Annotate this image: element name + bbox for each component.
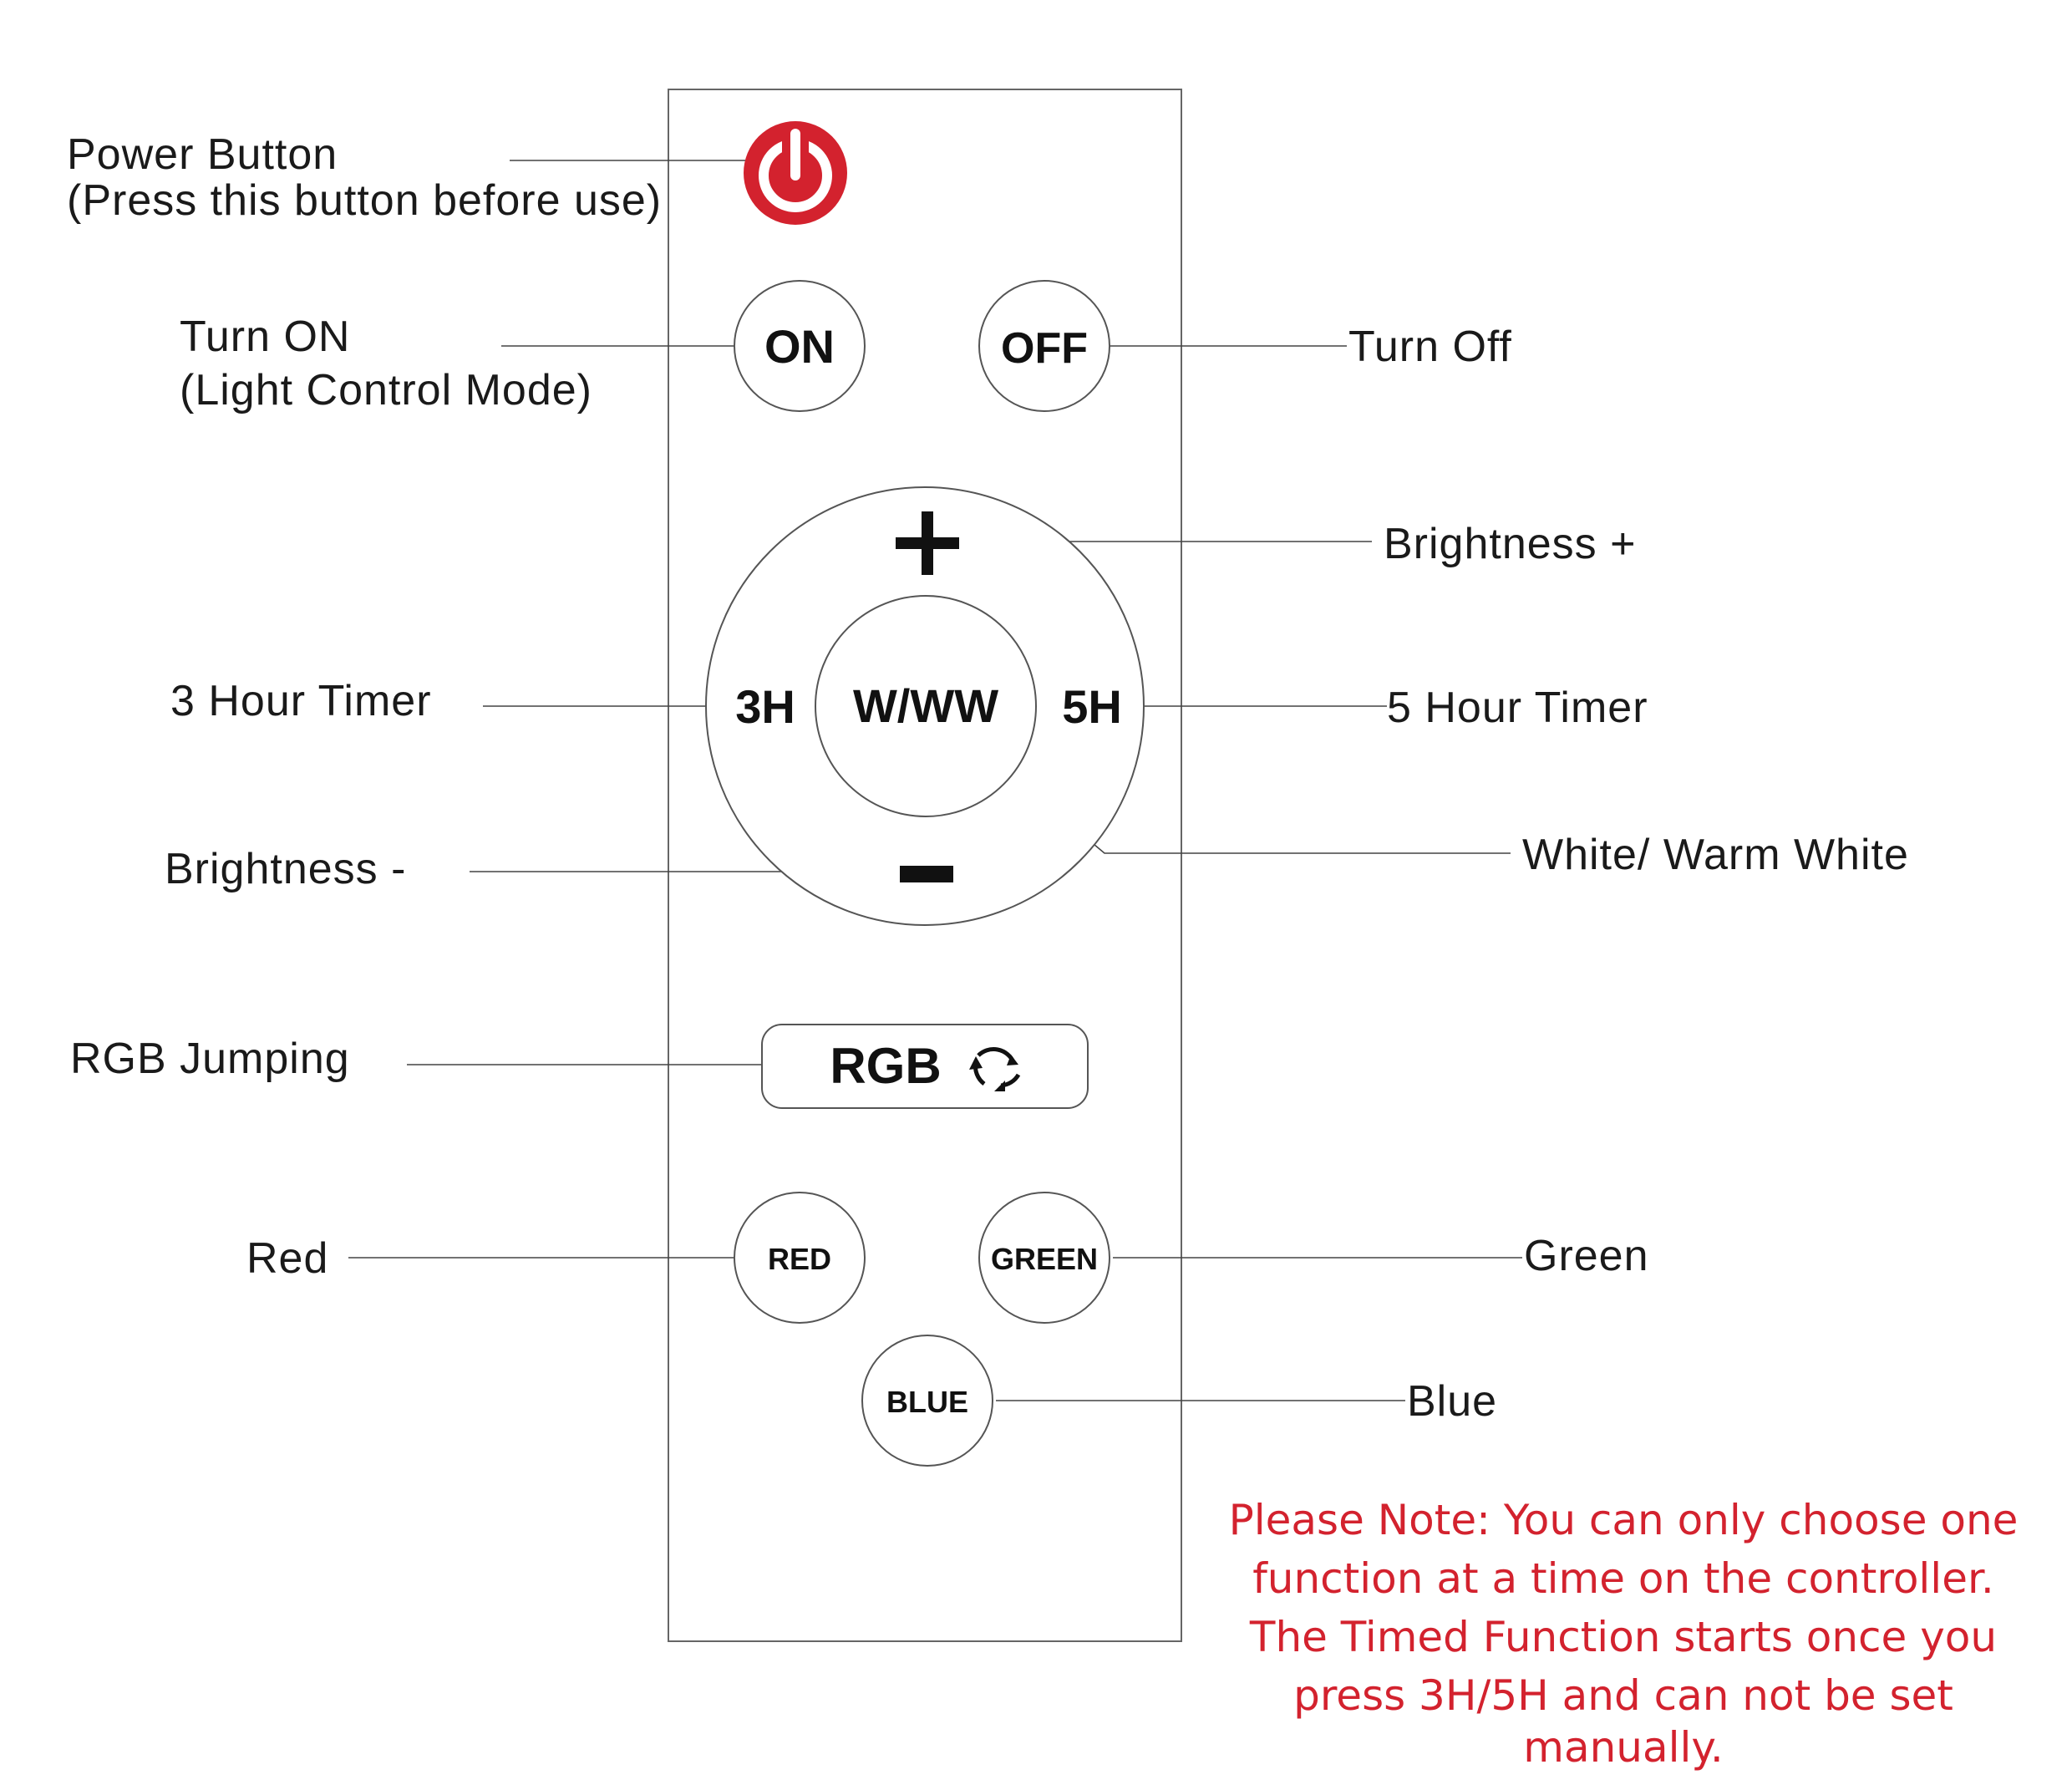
label-blue: Blue — [1407, 1377, 1497, 1426]
label-red: Red — [246, 1234, 328, 1283]
green-button-label: GREEN — [991, 1242, 1098, 1276]
off-button[interactable]: OFF — [978, 280, 1110, 412]
off-button-label: OFF — [1001, 324, 1088, 373]
label-rgb-jumping: RGB Jumping — [70, 1035, 350, 1083]
white-warm-button[interactable]: W/WW — [815, 595, 1037, 817]
on-button[interactable]: ON — [734, 280, 866, 412]
note-line: press 3H/5H and can not be set — [1293, 1671, 1953, 1720]
label-turn-on-line2: (Light Control Mode) — [180, 366, 592, 414]
label-turn-on-line1: Turn ON — [180, 313, 350, 361]
cycle-icon — [969, 1047, 1021, 1091]
timer-5h-button[interactable]: 5H — [1062, 680, 1122, 733]
on-button-label: ON — [764, 320, 835, 373]
label-timer-5h: 5 Hour Timer — [1387, 684, 1648, 732]
leader-lines — [348, 160, 1522, 1401]
blue-button[interactable]: BLUE — [861, 1335, 993, 1467]
label-brightness-plus: Brightness + — [1384, 520, 1637, 568]
note-line: function at a time on the controller. — [1252, 1554, 1994, 1603]
label-turn-off: Turn Off — [1348, 323, 1512, 371]
label-timer-3h: 3 Hour Timer — [170, 677, 432, 725]
red-button[interactable]: RED — [734, 1192, 866, 1324]
note-line: The Timed Function starts once you — [1249, 1613, 1997, 1661]
rgb-button-label: RGB — [830, 1038, 941, 1094]
rgb-button[interactable]: RGB — [761, 1024, 1089, 1109]
brightness-minus-button[interactable] — [900, 866, 953, 882]
label-white-warm: White/ Warm White — [1522, 831, 1909, 879]
callout-labels: Power Button (Press this button before u… — [67, 130, 1909, 1426]
note-line: Please Note: You can only choose one — [1229, 1496, 2019, 1544]
red-button-label: RED — [768, 1242, 831, 1276]
blue-button-label: BLUE — [886, 1385, 968, 1419]
label-power-line1: Power Button — [67, 130, 338, 179]
power-button[interactable] — [744, 121, 847, 225]
timer-3h-button[interactable]: 3H — [735, 680, 795, 733]
white-warm-button-label: W/WW — [853, 679, 998, 732]
green-button[interactable]: GREEN — [978, 1192, 1110, 1324]
label-green: Green — [1524, 1232, 1649, 1280]
usage-note: Please Note: You can only choose one fun… — [1229, 1496, 2019, 1772]
brightness-plus-button[interactable] — [896, 511, 959, 575]
label-power-line2: (Press this button before use) — [67, 176, 662, 225]
note-line: manually. — [1523, 1723, 1724, 1772]
label-brightness-minus: Brightness - — [165, 845, 406, 893]
